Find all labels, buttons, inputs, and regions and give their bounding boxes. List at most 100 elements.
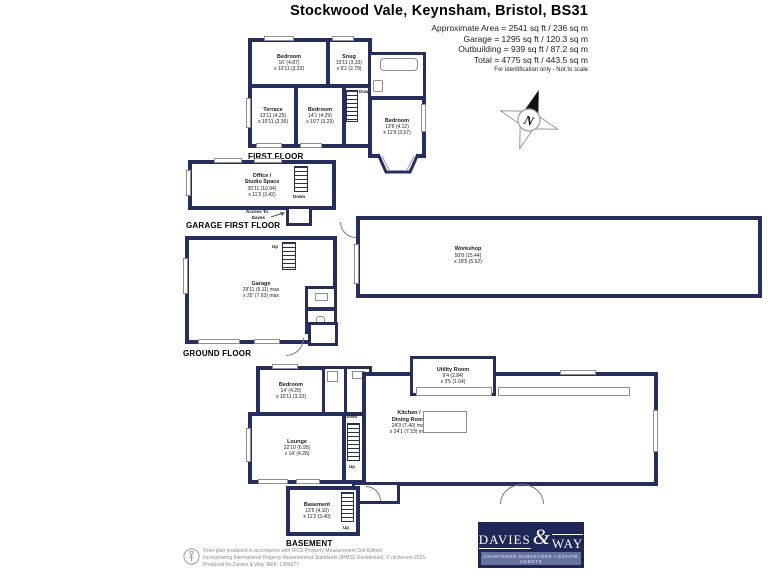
room-label: Basement 13'5 (4.10) x 11'2 (3.40)	[303, 502, 342, 521]
access-to-eaves-label2: Eaves	[252, 215, 266, 220]
logo-wordmark: DAVIES & WAY	[478, 522, 584, 552]
window	[198, 339, 240, 344]
window	[246, 428, 251, 462]
room-gf-bedroom: Bedroom 14' (4.25) x 10'11 (3.32)	[256, 366, 326, 416]
bay-window	[376, 153, 420, 174]
area-total: Total = 4775 sq ft / 443.5 sq m	[473, 54, 588, 65]
office-stairs	[294, 166, 308, 192]
room-dim: x 11'9 (3.57)	[383, 130, 411, 137]
room-name: Bedroom	[278, 381, 304, 388]
window	[560, 370, 596, 375]
garage-porch	[308, 322, 338, 346]
area-approximate: Approximate Area = 2541 sq ft / 236 sq m	[431, 23, 588, 33]
room-dim: 13'6 (4.12)	[385, 124, 409, 131]
gf-stairs	[347, 423, 360, 461]
room-dim: x 10'11 (3.36)	[257, 119, 289, 126]
room-ff-terrace: Terrace 13'11 (4.25) x 10'11 (3.36)	[248, 84, 298, 148]
room-dim: x 10'11 (3.32)	[275, 394, 307, 401]
ff-stairs	[346, 90, 358, 122]
room-label: Lounge 22'10 (6.95) x 14' (4.26)	[284, 439, 311, 458]
davies-and-way-logo: DAVIES & WAY CHARTERED SURVEYORS • ESTAT…	[478, 522, 584, 568]
eaves-arrow	[270, 212, 285, 218]
room-dim: 13'5 (4.10)	[305, 508, 329, 515]
window	[296, 479, 320, 484]
window	[186, 170, 191, 196]
room-dim: x 25' (7.63) max	[243, 293, 279, 300]
identification-note: For identification only - Not to scale	[494, 67, 588, 73]
wc-fixture	[373, 80, 383, 92]
french-door-arc	[500, 484, 522, 504]
basement-stairs	[341, 492, 354, 522]
logo-word-davies: DAVIES	[478, 532, 531, 549]
room-name: Dining Room	[391, 416, 427, 423]
room-label: Garage 29'11 (9.11) max x 25' (7.63) max	[243, 281, 280, 300]
eaves-access-hatch	[286, 206, 312, 226]
room-name: Terrace	[263, 106, 283, 113]
room-dim: 50'8 (15.44)	[454, 252, 482, 259]
door-arc	[286, 338, 304, 356]
room-dim: x 18'5 (5.62)	[454, 258, 482, 265]
room-label: Kitchen / Dining Room 24'3 (7.40) max x …	[376, 410, 442, 435]
room-dim: 14'1 (4.29)	[308, 113, 332, 120]
room-dim: x 11'3 (3.42)	[248, 191, 276, 198]
room-basement: Basement 13'5 (4.10) x 11'2 (3.40)	[286, 486, 360, 536]
room-name: Office /	[252, 172, 272, 179]
area-garage: Garage = 1295 sq ft / 120.3 sq m	[463, 33, 588, 44]
room-label: Bedroom 13'6 (4.12) x 11'9 (3.57)	[383, 118, 410, 137]
room-label: Bedroom 14'1 (4.29) x 10'7 (3.23)	[306, 107, 334, 126]
gf-down-label: Down	[345, 414, 358, 419]
room-dim: 22'10 (6.95)	[283, 445, 311, 452]
disclaimer-line: Produced for Davies & Way. REF: 1304377	[203, 562, 299, 568]
window	[264, 36, 294, 41]
window	[254, 158, 282, 163]
nichecom-icon	[183, 548, 200, 565]
room-dim: 13'11 (4.25)	[259, 113, 287, 120]
room-label: Office / Studio Space 35'11 (10.94) x 11…	[245, 173, 280, 198]
room-ff-bedroom1: Bedroom 16' (4.87) x 10'11 (3.33)	[248, 38, 330, 88]
window	[183, 258, 188, 294]
room-ff-bedroom3: Bedroom 13'6 (4.12) x 11'9 (3.57)	[368, 96, 426, 158]
disclaimer-line: Incorporating International Property Mea…	[203, 555, 427, 561]
room-ff-snug: Snug 10'11 (3.33) x 9'2 (2.79)	[326, 38, 372, 88]
first-floor-label: FIRST FLOOR	[248, 152, 304, 161]
disclaimer-line: Floor plan produced in accordance with R…	[203, 548, 384, 554]
shower-fixture	[327, 371, 338, 382]
room-lounge: Lounge 22'10 (6.95) x 14' (4.26)	[248, 412, 346, 484]
logo-tagline: CHARTERED SURVEYORS • ESTATE AGENTS	[481, 552, 581, 565]
room-label: Workshop 50'8 (15.44) x 18'5 (5.62)	[436, 246, 500, 265]
room-name: Lounge	[287, 438, 307, 445]
window	[272, 364, 298, 369]
window	[246, 98, 251, 128]
room-label: Bedroom 16' (4.87) x 10'11 (3.33)	[274, 54, 304, 73]
office-down-label: Down	[293, 194, 306, 199]
room-dim: x 3'5 (1.04)	[440, 379, 466, 386]
room-name: Garage	[251, 280, 271, 287]
room-name: Kitchen /	[397, 410, 421, 416]
room-dim: x 24'1 (7.33) max	[389, 429, 429, 435]
room-name: Bedroom	[384, 117, 410, 124]
room-dim: 24'3 (7.40) max	[391, 423, 427, 429]
garage-first-floor-label: GARAGE FIRST FLOOR	[186, 221, 281, 230]
access-to-eaves-label: Access To	[246, 209, 269, 214]
room-label: Terrace 13'11 (4.25) x 10'11 (3.36)	[258, 107, 288, 126]
kitchen-island	[423, 411, 467, 433]
logo-word-way: WAY	[551, 534, 584, 551]
door-arc	[340, 222, 356, 238]
header: Stockwood Vale, Keynsham, Bristol, BS31 …	[0, 3, 588, 73]
room-name: Bedroom	[307, 106, 333, 113]
room-dim: 35'11 (10.94)	[247, 185, 277, 192]
window	[214, 158, 242, 163]
garage-up-label: Up	[272, 244, 278, 249]
sink-fixture	[315, 293, 328, 301]
basement-label: BASEMENT	[286, 539, 333, 548]
window	[421, 104, 426, 132]
ff-down-label: Down	[359, 89, 372, 94]
room-dim: x 9'2 (2.79)	[336, 66, 362, 73]
ground-floor-label: GROUND FLOOR	[183, 349, 252, 358]
room-name: Utility Room	[436, 366, 470, 373]
room-label: Utility Room 9'4 (2.84) x 3'5 (1.04)	[437, 367, 469, 386]
basement-up-label: Up	[343, 525, 349, 530]
room-name: Workshop	[454, 246, 482, 252]
room-name: Basement	[303, 501, 331, 508]
window	[300, 143, 322, 148]
